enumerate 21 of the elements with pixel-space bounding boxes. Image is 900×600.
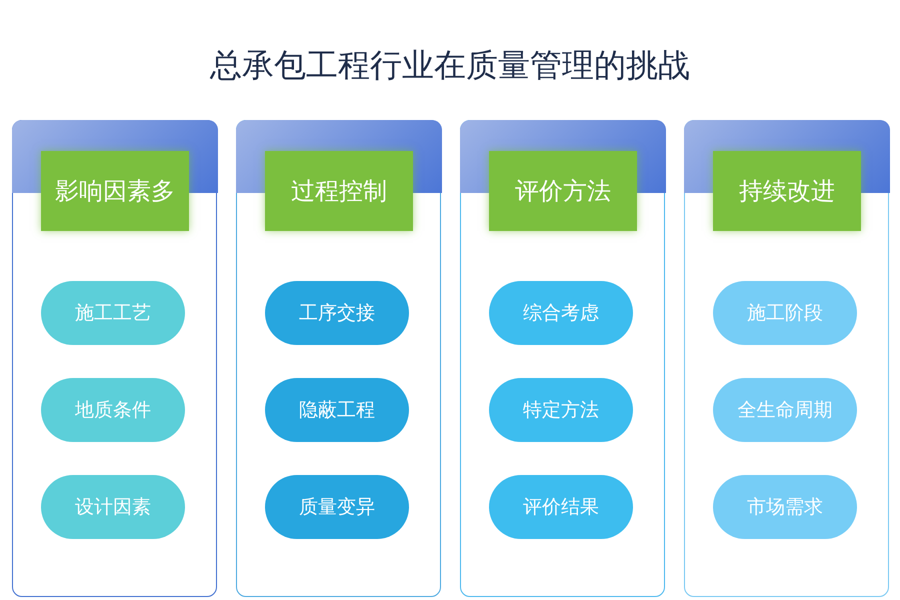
column-card (12, 120, 217, 597)
title: 总承包工程行业在质量管理的挑战 (210, 45, 690, 86)
pill-label: 市场需求 (713, 475, 857, 539)
heading: 影响因素多 (41, 151, 189, 231)
pill-label: 地质条件 (41, 378, 185, 442)
pill-label: 设计因素 (41, 475, 185, 539)
pill-label: 全生命周期 (713, 378, 857, 442)
pill-label: 评价结果 (489, 475, 633, 539)
heading: 过程控制 (265, 151, 413, 231)
pill-label: 施工工艺 (41, 281, 185, 345)
heading: 持续改进 (713, 151, 861, 231)
pill-label: 施工阶段 (713, 281, 857, 345)
column-card (236, 120, 441, 597)
column-card (684, 120, 889, 597)
pill-label: 综合考虑 (489, 281, 633, 345)
column-card (460, 120, 665, 597)
heading: 评价方法 (489, 151, 637, 231)
pill-label: 特定方法 (489, 378, 633, 442)
pill-label: 隐蔽工程 (265, 378, 409, 442)
pill-label: 质量变异 (265, 475, 409, 539)
pill-label: 工序交接 (265, 281, 409, 345)
